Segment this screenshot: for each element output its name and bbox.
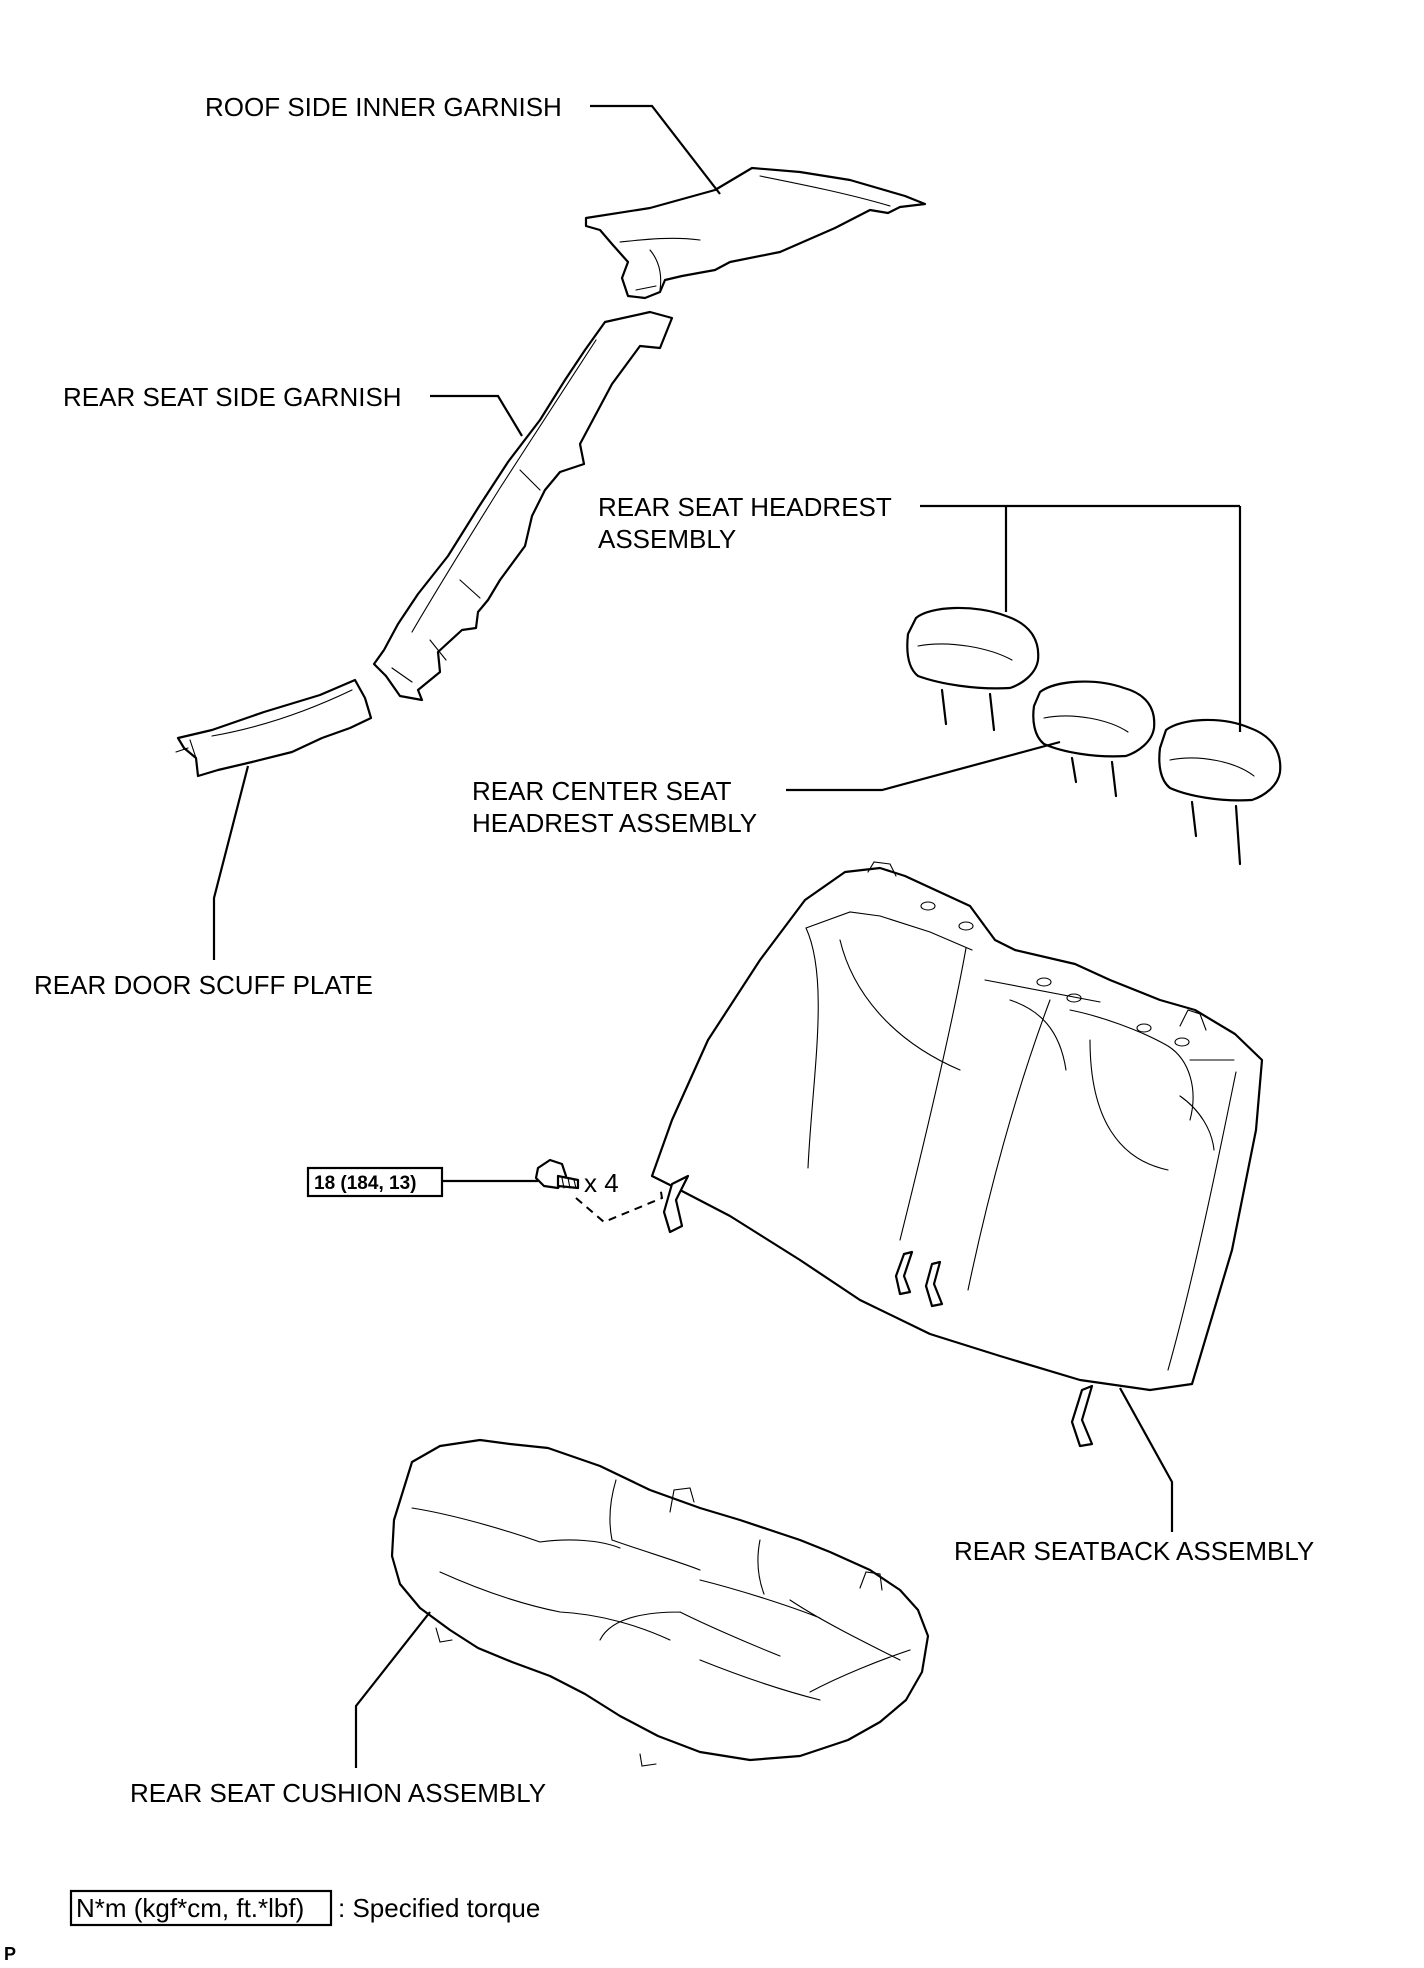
rear-door-scuff-plate-leader <box>212 765 250 960</box>
bolt-install-dashed-line <box>575 1185 664 1224</box>
legend-unit: N*m (kgf*cm, ft.*lbf) <box>76 1893 304 1923</box>
rear-seat-cushion-assembly-leader <box>354 1611 431 1768</box>
rear-seatback-assembly-part <box>650 861 1264 1448</box>
label-rear-seatback-assembly: REAR SEATBACK ASSEMBLY <box>954 1536 1314 1566</box>
rear-center-seat-headrest <box>1032 680 1156 798</box>
rear-seatback-assembly-leader <box>1119 1387 1174 1532</box>
label-roof-side-inner-garnish: ROOF SIDE INNER GARNISH <box>205 92 562 122</box>
label-rear-door-scuff-plate: REAR DOOR SCUFF PLATE <box>34 970 373 1000</box>
torque-value: 18 (184, 13) <box>314 1173 416 1194</box>
rear-seat-side-garnish-part <box>372 310 674 702</box>
label-rear-seat-cushion-assembly: REAR SEAT CUSHION ASSEMBLY <box>130 1778 546 1808</box>
label-rear-seat-headrest-line1: REAR SEAT HEADREST <box>598 492 892 522</box>
legend-description: : Specified torque <box>338 1893 540 1923</box>
rear-seat-side-garnish-leader <box>430 394 523 437</box>
rear-center-seat-headrest-leader <box>786 740 1061 792</box>
rear-seat-headrest-left <box>906 606 1040 732</box>
rear-door-scuff-plate-part <box>175 678 373 778</box>
rear-seat-headrest-leader <box>920 504 1242 732</box>
torque-value-box <box>306 1166 444 1198</box>
roof-side-inner-garnish-part <box>584 166 927 300</box>
bolt-quantity: x 4 <box>584 1168 619 1198</box>
label-rear-seat-side-garnish: REAR SEAT SIDE GARNISH <box>63 382 402 412</box>
seatback-bolt <box>534 1158 580 1190</box>
roof-side-inner-garnish-leader <box>590 104 721 195</box>
label-rear-center-seat-headrest-line1: REAR CENTER SEAT <box>472 776 732 806</box>
rear-seat-cushion-assembly-part <box>390 1438 930 1767</box>
rear-seat-headrest-right <box>1158 718 1282 866</box>
label-rear-seat-headrest-line2: ASSEMBLY <box>598 524 736 554</box>
label-rear-center-seat-headrest-line2: HEADREST ASSEMBLY <box>472 808 757 838</box>
corner-mark: P <box>4 1944 16 1963</box>
legend-unit-box <box>69 1889 333 1927</box>
